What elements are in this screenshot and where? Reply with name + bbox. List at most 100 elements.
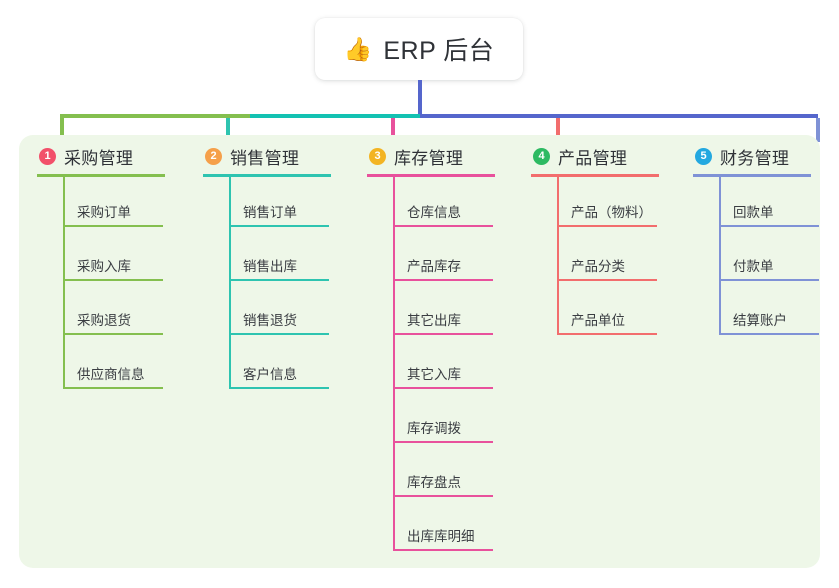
branch-header-2[interactable]: 2 销售管理 [205,144,299,169]
branch-item-rule [557,225,657,227]
branch-header-rule-3 [367,174,495,177]
branch-item-label: 销售出库 [243,259,297,274]
bus-segment-3 [420,114,588,118]
branch-item[interactable]: 销售退货 [229,305,329,335]
branch-item[interactable]: 付款单 [719,251,819,281]
branch-item-label: 产品分类 [571,259,625,274]
branch-item-label: 供应商信息 [77,367,145,382]
branch-item-label: 产品单位 [571,313,625,328]
branch-column-5: 5 财务管理回款单付款单结算账户 [678,135,819,568]
branch-item[interactable]: 销售出库 [229,251,329,281]
branch-item-rule [63,225,163,227]
drop-connector-5 [816,118,820,142]
branch-header-rule-2 [203,174,331,177]
branch-item-label: 销售退货 [243,313,297,328]
branch-spine-5 [719,174,721,335]
branch-item-label: 采购订单 [77,205,131,220]
branch-item-label: 结算账户 [733,313,787,328]
branch-column-2: 2 销售管理销售订单销售出库销售退货客户信息 [188,135,338,568]
branch-item[interactable]: 仓库信息 [393,197,493,227]
drop-connector-4 [556,118,560,142]
branch-item-rule [393,495,493,497]
branch-item-rule [63,333,163,335]
branch-item-rule [393,387,493,389]
branch-item-label: 其它出库 [407,313,461,328]
branch-item-rule [229,333,329,335]
branch-badge-3: 3 [369,148,386,165]
branch-header-5[interactable]: 5 财务管理 [695,144,789,169]
branch-spine-1 [63,174,65,389]
branch-item[interactable]: 供应商信息 [63,359,163,389]
branch-item[interactable]: 库存盘点 [393,467,493,497]
bus-segment-2 [250,114,420,118]
branch-header-1[interactable]: 1 采购管理 [39,144,133,169]
branch-title-5: 财务管理 [720,149,790,168]
branch-item[interactable]: 客户信息 [229,359,329,389]
branch-item[interactable]: 采购订单 [63,197,163,227]
root-node[interactable]: 👍 ERP 后台 [315,18,523,80]
branch-spine-2 [229,174,231,389]
branch-item-label: 其它入库 [407,367,461,382]
root-stem-connector [418,80,422,117]
branch-item-rule [229,225,329,227]
thumbs-up-icon: 👍 [343,35,373,62]
branch-item-label: 出库库明细 [407,529,475,544]
branch-title-1: 采购管理 [64,149,134,168]
branch-badge-2: 2 [205,148,222,165]
branch-item[interactable]: 其它入库 [393,359,493,389]
branch-item[interactable]: 回款单 [719,197,819,227]
branch-item-label: 产品（物料） [571,205,652,220]
branch-header-3[interactable]: 3 库存管理 [369,144,463,169]
branch-title-2: 销售管理 [230,149,300,168]
branch-column-1: 1 采购管理采购订单采购入库采购退货供应商信息 [22,135,172,568]
branch-item-label: 销售订单 [243,205,297,220]
branch-item[interactable]: 出库库明细 [393,521,493,551]
branch-badge-4: 4 [533,148,550,165]
branch-item[interactable]: 结算账户 [719,305,819,335]
branch-item[interactable]: 销售订单 [229,197,329,227]
branch-item[interactable]: 采购入库 [63,251,163,281]
drop-connector-2 [226,118,230,144]
branch-item-label: 仓库信息 [407,205,461,220]
root-node-content: 👍 ERP 后台 [344,31,495,67]
branch-item-rule [393,333,493,335]
branch-item-label: 库存调拨 [407,421,461,436]
branch-badge-1: 1 [39,148,56,165]
branch-header-rule-5 [693,174,811,177]
branches-panel: 1 采购管理采购订单采购入库采购退货供应商信息 2 销售管理销售订单销售出库销售退货客… [19,135,820,568]
branch-item[interactable]: 采购退货 [63,305,163,335]
branch-item-rule [229,387,329,389]
branch-column-4: 4 产品管理产品（物料） 产品分类产品单位 [516,135,666,568]
branch-item-rule [63,387,163,389]
branch-item[interactable]: 产品库存 [393,251,493,281]
branch-header-4[interactable]: 4 产品管理 [533,144,627,169]
branch-item-rule [719,279,819,281]
branch-item-label: 采购退货 [77,313,131,328]
branch-item[interactable]: 产品分类 [557,251,657,281]
branch-title-3: 库存管理 [394,149,464,168]
branch-item-label: 采购入库 [77,259,131,274]
branch-title-4: 产品管理 [558,149,628,168]
branch-item-rule [557,333,657,335]
branch-item-rule [229,279,329,281]
branch-item-label: 回款单 [733,205,774,220]
drop-connector-1 [60,118,64,148]
branch-item-rule [393,549,493,551]
bus-segment-4 [588,114,758,118]
branch-item[interactable]: 产品单位 [557,305,657,335]
branch-item[interactable]: 产品（物料） [557,197,657,227]
branch-spine-4 [557,174,559,335]
branch-item-rule [557,279,657,281]
branch-item-label: 客户信息 [243,367,297,382]
branch-item-rule [393,441,493,443]
branch-item[interactable]: 其它出库 [393,305,493,335]
branch-header-rule-4 [531,174,659,177]
branch-item-rule [719,333,819,335]
branch-spine-3 [393,174,395,551]
branch-item[interactable]: 库存调拨 [393,413,493,443]
drop-connector-3 [391,118,395,142]
bus-segment-5 [758,114,818,118]
branch-badge-5: 5 [695,148,712,165]
branch-item-rule [719,225,819,227]
